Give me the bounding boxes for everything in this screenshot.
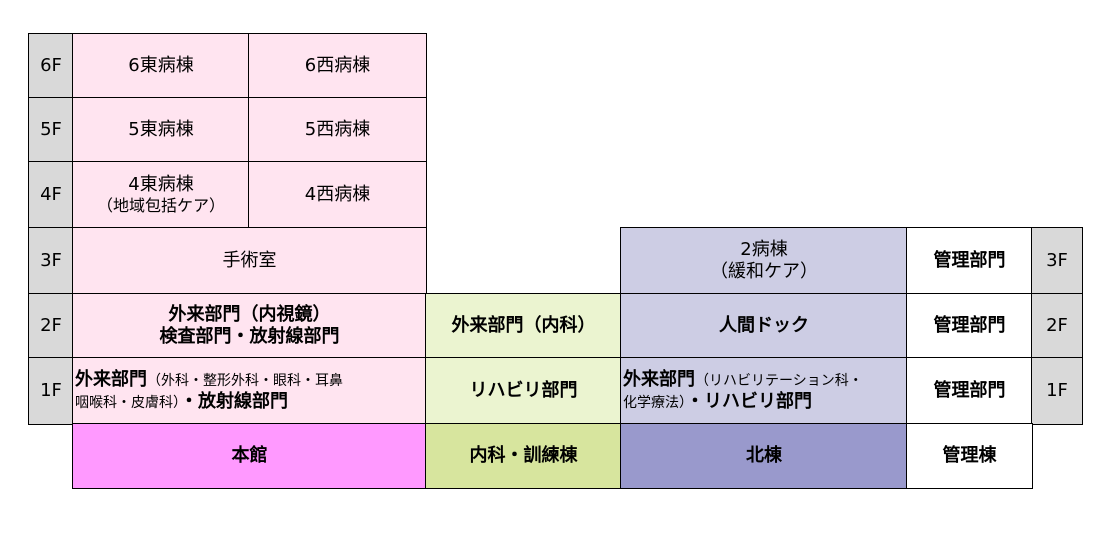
floor-label-2f: 2F — [28, 293, 74, 359]
ward-6-east: 6東病棟 — [72, 33, 250, 99]
dept-sub: （外科・整形外科・眼科・耳鼻 — [147, 372, 343, 389]
naika-2f: 外来部門（内科） — [425, 293, 622, 359]
building-label-naika: 内科・訓練棟 — [425, 423, 622, 489]
ward-text: 5東病棟 — [128, 118, 194, 140]
ward-text: 6西病棟 — [304, 54, 371, 76]
dept-line-1: 外来部門（内視鏡） — [168, 303, 331, 325]
floor-label-right-2f: 2F — [1031, 293, 1083, 359]
floor-text: 2F — [1046, 314, 1068, 336]
floor-text: 3F — [40, 249, 62, 271]
ward-4-east: 4東病棟 （地域包括ケア） — [72, 161, 250, 229]
building-name: 管理棟 — [942, 444, 997, 466]
ward-5-west: 5西病棟 — [248, 97, 427, 163]
dept-sub: 化学療法） — [623, 395, 686, 411]
dept-text: 管理部門 — [933, 314, 1006, 336]
admin-1f: 管理部門 — [906, 357, 1033, 425]
floor-text: 6F — [40, 54, 62, 76]
building-label-admin: 管理棟 — [906, 423, 1033, 489]
north-3f-ward: 2病棟 （緩和ケア） — [620, 227, 908, 295]
ward-text: 5西病棟 — [304, 118, 371, 140]
building-label-north: 北棟 — [620, 423, 908, 489]
floor-label-right-3f: 3F — [1031, 227, 1083, 295]
ward-4-west: 4西病棟 — [248, 161, 427, 229]
floor-label-1f: 1F — [28, 357, 74, 425]
dept-main: ・放射線部門 — [180, 391, 288, 412]
admin-2f: 管理部門 — [906, 293, 1033, 359]
ward-text: 2病棟 — [740, 238, 788, 260]
dept-text: 管理部門 — [933, 379, 1006, 401]
naika-1f: リハビリ部門 — [425, 357, 622, 425]
ward-text: 4西病棟 — [304, 183, 371, 205]
floor-label-5f: 5F — [28, 97, 74, 163]
dept-text: 外来部門（内科） — [451, 314, 596, 336]
floor-label-6f: 6F — [28, 33, 74, 99]
ward-note: （緩和ケア） — [710, 261, 818, 282]
floor-label-4f: 4F — [28, 161, 74, 229]
floor-text: 1F — [1046, 379, 1068, 401]
ward-note: （地域包括ケア） — [96, 196, 225, 216]
building-name: 本館 — [231, 444, 268, 466]
building-label-honkan: 本館 — [72, 423, 427, 489]
ward-5-east: 5東病棟 — [72, 97, 250, 163]
dept-sub: 咽喉科・皮膚科） — [75, 395, 180, 411]
floor-text: 5F — [40, 118, 62, 140]
floor-text: 2F — [40, 314, 62, 336]
operating-room: 手術室 — [72, 227, 427, 295]
dept-main: ・リハビリ部門 — [686, 391, 812, 412]
building-name: 内科・訓練棟 — [469, 444, 578, 466]
ward-6-west: 6西病棟 — [248, 33, 427, 99]
floor-text: 4F — [40, 183, 62, 205]
dept-text: リハビリ部門 — [469, 379, 578, 401]
floor-label-3f: 3F — [28, 227, 74, 295]
honkan-2f-departments: 外来部門（内視鏡） 検査部門・放射線部門 — [72, 293, 427, 359]
floor-label-right-1f: 1F — [1031, 357, 1083, 425]
ward-text: 6東病棟 — [128, 54, 194, 76]
floor-text: 3F — [1046, 249, 1068, 271]
admin-3f: 管理部門 — [906, 227, 1033, 295]
dept-main: 外来部門 — [623, 368, 695, 390]
dept-main: 外来部門 — [75, 368, 147, 390]
building-name: 北棟 — [746, 444, 782, 466]
dept-text: 管理部門 — [933, 249, 1006, 271]
dept-sub: （リハビリテーション科・ — [695, 372, 863, 389]
ward-text: 4東病棟 — [128, 173, 194, 195]
north-2f: 人間ドック — [620, 293, 908, 359]
room-text: 手術室 — [222, 249, 277, 271]
dept-text: 人間ドック — [719, 314, 809, 336]
dept-line-2: 検査部門・放射線部門 — [159, 326, 340, 347]
north-1f: 外来部門（リハビリテーション科・ 化学療法）・リハビリ部門 — [620, 357, 908, 425]
floor-text: 1F — [40, 379, 62, 401]
honkan-1f-departments: 外来部門（外科・整形外科・眼科・耳鼻 咽喉科・皮膚科）・放射線部門 — [72, 357, 427, 425]
